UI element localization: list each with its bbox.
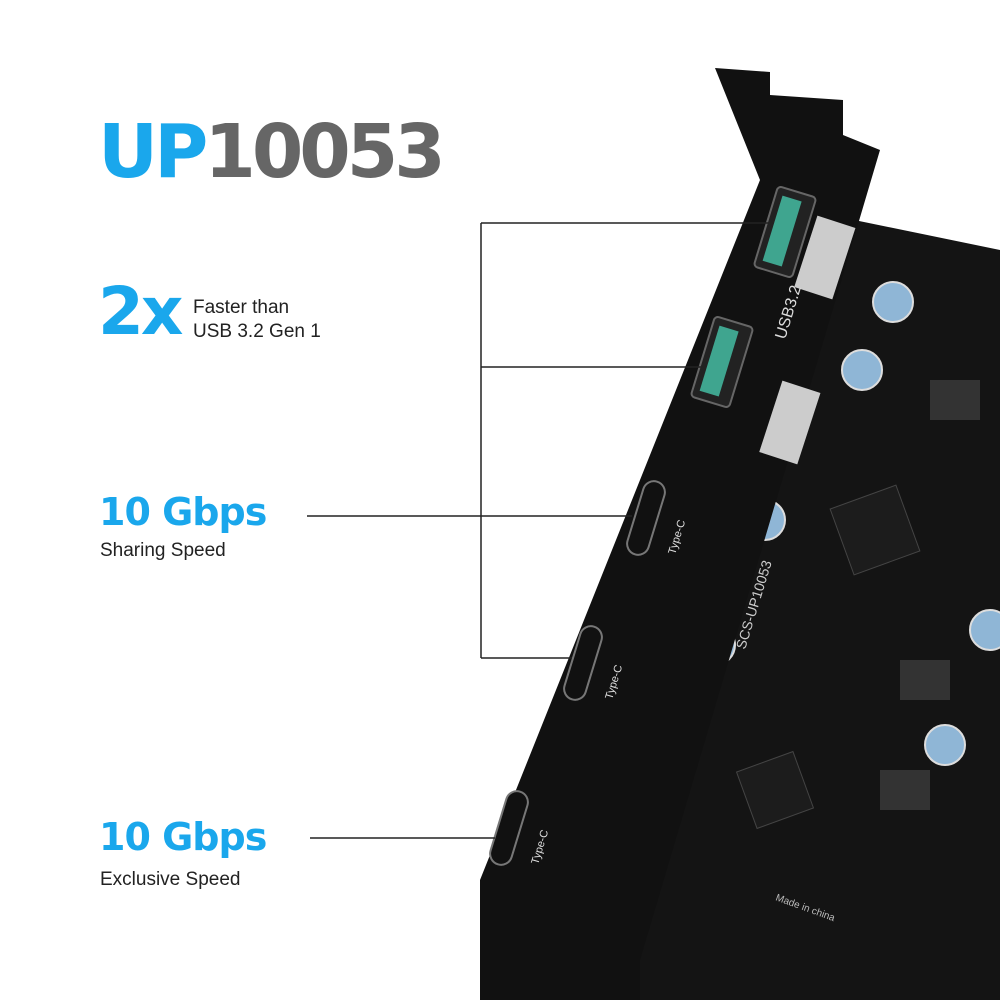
callout-lines bbox=[307, 222, 770, 839]
model-prefix: UP bbox=[98, 109, 208, 195]
usb-a-port bbox=[753, 185, 817, 279]
metal-bracket bbox=[480, 68, 880, 1000]
speed-comparison-line1: Faster than bbox=[193, 297, 290, 318]
type-c-port bbox=[563, 625, 603, 701]
model-title: UP10053 bbox=[98, 109, 446, 195]
model-number: 10053 bbox=[204, 109, 445, 195]
type-c-port bbox=[489, 790, 529, 866]
pcb-components bbox=[735, 380, 980, 830]
speed-comparison-line2: USB 3.2 Gen 1 bbox=[193, 321, 321, 342]
type-c-port bbox=[626, 480, 666, 556]
usb-a-port bbox=[690, 315, 754, 409]
sharing-speed-caption: Sharing Speed bbox=[100, 540, 226, 561]
sharing-speed-headline: 10 Gbps bbox=[99, 490, 267, 534]
exclusive-speed-caption: Exclusive Speed bbox=[100, 869, 241, 890]
speed-multiplier: 2x bbox=[98, 273, 183, 350]
exclusive-speed-headline: 10 Gbps bbox=[99, 815, 267, 859]
